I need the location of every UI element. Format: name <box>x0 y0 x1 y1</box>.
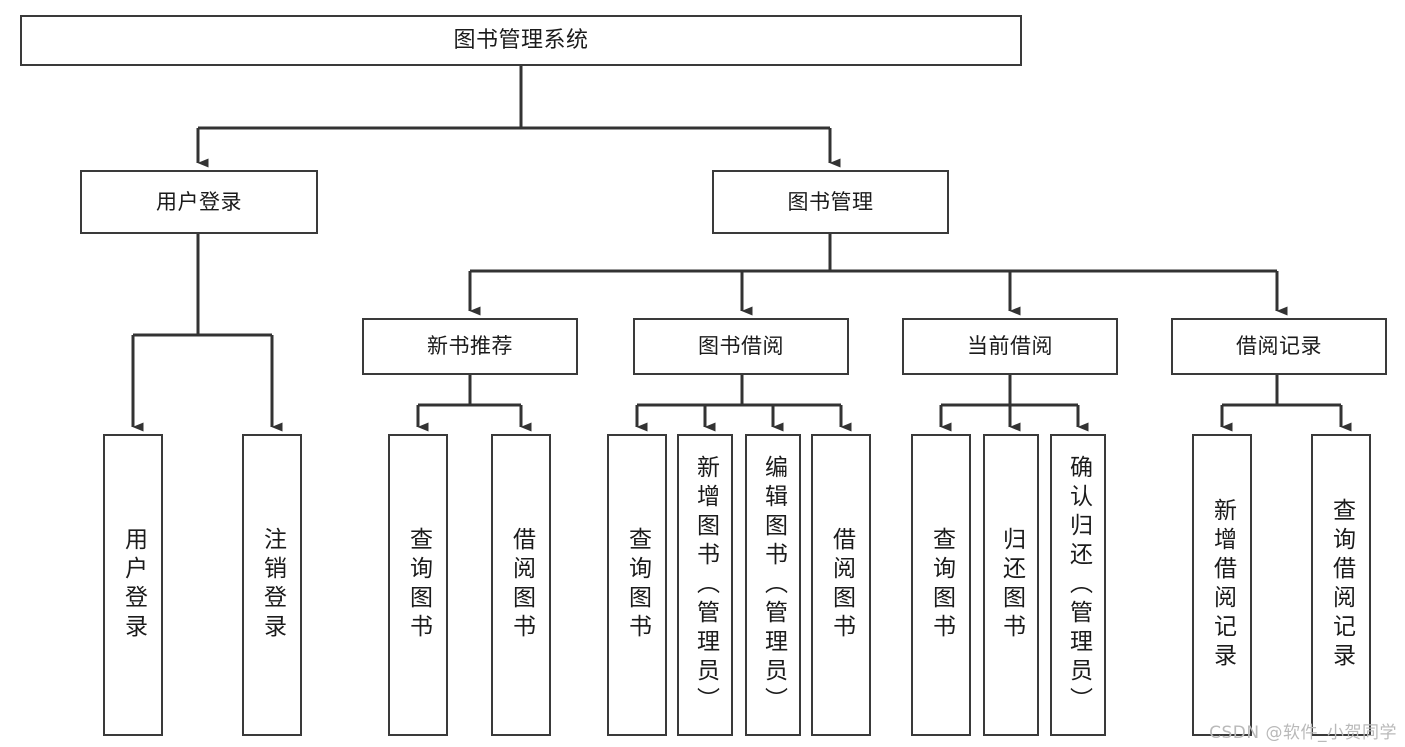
node-leaf-query-record[interactable]: 查询借阅记录 <box>1311 434 1371 736</box>
node-leaf-borrow-book-2[interactable]: 借阅图书 <box>811 434 871 736</box>
csdn-watermark: CSDN @软件_小贺同学 <box>1209 723 1397 743</box>
node-leaf-borrow-book-1-label: 借阅图书 <box>508 527 535 643</box>
node-current-borrow[interactable]: 当前借阅 <box>902 318 1118 375</box>
node-new-book-rec-label: 新书推荐 <box>427 334 513 359</box>
node-new-book-rec[interactable]: 新书推荐 <box>362 318 578 375</box>
node-leaf-logout[interactable]: 注销登录 <box>242 434 302 736</box>
node-leaf-user-login-label: 用户登录 <box>120 527 147 643</box>
node-leaf-borrow-book-2-label: 借阅图书 <box>828 527 855 643</box>
node-leaf-query-book-1-label: 查询图书 <box>405 527 432 643</box>
node-leaf-query-book-1[interactable]: 查询图书 <box>388 434 448 736</box>
node-borrow-record-label: 借阅记录 <box>1236 334 1322 359</box>
node-leaf-add-record-label: 新增借阅记录 <box>1209 498 1236 672</box>
node-borrow-record[interactable]: 借阅记录 <box>1171 318 1387 375</box>
node-leaf-query-record-label: 查询借阅记录 <box>1328 498 1355 672</box>
node-leaf-add-book-label: 新增图书（管理员） <box>692 454 719 716</box>
node-leaf-query-book-2-label: 查询图书 <box>624 527 651 643</box>
node-leaf-query-book-2[interactable]: 查询图书 <box>607 434 667 736</box>
node-book-manage[interactable]: 图书管理 <box>712 170 949 234</box>
node-leaf-borrow-book-1[interactable]: 借阅图书 <box>491 434 551 736</box>
node-leaf-add-record[interactable]: 新增借阅记录 <box>1192 434 1252 736</box>
node-leaf-confirm-return-label: 确认归还（管理员） <box>1065 454 1092 716</box>
node-leaf-confirm-return[interactable]: 确认归还（管理员） <box>1050 434 1106 736</box>
node-leaf-logout-label: 注销登录 <box>259 527 286 643</box>
node-leaf-return-book[interactable]: 归还图书 <box>983 434 1039 736</box>
node-leaf-add-book[interactable]: 新增图书（管理员） <box>677 434 733 736</box>
node-leaf-return-book-label: 归还图书 <box>998 527 1025 643</box>
node-leaf-edit-book-label: 编辑图书（管理员） <box>760 454 787 716</box>
node-user-login-label: 用户登录 <box>156 189 242 214</box>
node-current-borrow-label: 当前借阅 <box>967 334 1053 359</box>
node-user-login[interactable]: 用户登录 <box>80 170 318 234</box>
node-root[interactable]: 图书管理系统 <box>20 15 1022 66</box>
node-book-borrow-label: 图书借阅 <box>698 334 784 359</box>
node-leaf-edit-book[interactable]: 编辑图书（管理员） <box>745 434 801 736</box>
node-leaf-user-login[interactable]: 用户登录 <box>103 434 163 736</box>
node-book-borrow[interactable]: 图书借阅 <box>633 318 849 375</box>
node-root-label: 图书管理系统 <box>453 27 589 53</box>
node-leaf-query-book-3[interactable]: 查询图书 <box>911 434 971 736</box>
node-leaf-query-book-3-label: 查询图书 <box>928 527 955 643</box>
node-book-manage-label: 图书管理 <box>787 189 874 214</box>
